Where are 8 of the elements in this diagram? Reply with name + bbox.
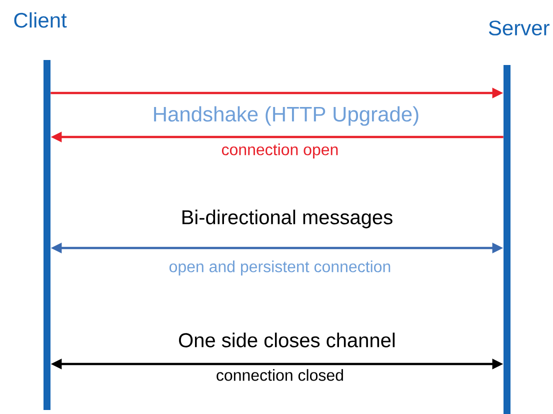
- edge-label: connection closed: [216, 369, 343, 381]
- participant-label: Server: [488, 20, 550, 36]
- edge-label: open and persistent connection: [169, 260, 390, 276]
- message-label: Bi-directional messages: [182, 210, 392, 228]
- participant-label: Client: [14, 12, 67, 28]
- message-label: One side closes channel: [179, 332, 395, 348]
- edge-label: connection open: [222, 144, 338, 158]
- message-label: Handshake (HTTP Upgrade): [154, 106, 418, 126]
